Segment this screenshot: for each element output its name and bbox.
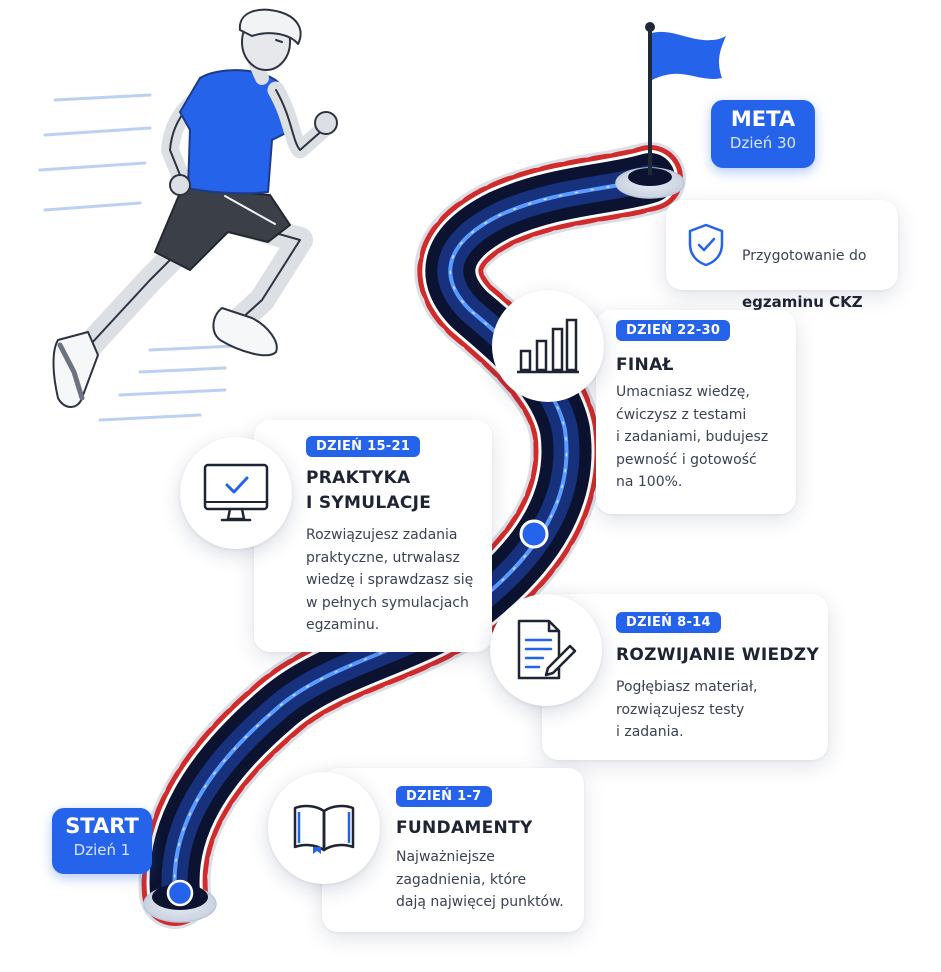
stage-title-final: FINAŁ: [616, 355, 674, 375]
stage-badge-practice: DZIEŃ 15-21: [306, 436, 421, 457]
stage-icon-fundamentals: [268, 772, 380, 884]
document-pen-icon: [517, 619, 577, 680]
stage-icon-practice: [180, 437, 292, 549]
stage-card-final: [596, 310, 796, 514]
stage-icon-final: [492, 290, 604, 402]
monitor-check-icon: [203, 463, 269, 522]
stage-badge-fundamentals: DZIEŃ 1-7: [396, 786, 492, 807]
finish-day: Dzień 30: [729, 134, 797, 152]
shield-check-icon: [688, 223, 724, 267]
goal-line1: Przygotowanie do: [742, 248, 867, 264]
runner-illustration: [52, 8, 338, 408]
open-book-icon: [293, 804, 355, 854]
checkpoint-dot: [519, 519, 549, 549]
start-marker: [143, 879, 217, 923]
stage-title-knowledge: ROZWIJANIE WIEDZY: [616, 645, 820, 665]
start-badge: START Dzień 1: [52, 808, 152, 874]
stage-desc-practice: Rozwiązujesz zadania praktyczne, utrwala…: [306, 527, 474, 633]
goal-line2: egzaminu CKZ: [742, 293, 863, 311]
stage-card-practice: [254, 420, 492, 652]
race-track: [138, 142, 686, 929]
stage-badge-final: DZIEŃ 22-30: [616, 320, 731, 341]
start-day: Dzień 1: [73, 841, 131, 859]
stage-desc-final: Umacniasz wiedzę, ćwiczysz z testami i z…: [616, 384, 769, 490]
finish-label: META: [730, 107, 796, 131]
start-label: START: [65, 814, 139, 838]
bar-chart-icon: [517, 318, 579, 374]
speed-lines: [38, 93, 237, 422]
goal-card: Przygotowanie do egzaminu CKZ: [666, 200, 898, 311]
stage-title-fundamentals: FUNDAMENTY: [396, 818, 533, 838]
stage-title-practice: PRAKTYKA I SYMULACJE: [306, 468, 432, 513]
stage-badge-knowledge: DZIEŃ 8-14: [616, 612, 721, 633]
finish-badge: META Dzień 30: [711, 100, 815, 168]
stage-desc-knowledge: Pogłębiasz materiał, rozwiązujesz testy …: [616, 679, 758, 740]
stage-icon-knowledge: [490, 594, 602, 706]
stage-desc-fundamentals: Najważniejsze zagadnienia, które dają na…: [396, 849, 564, 910]
finish-flag: [615, 22, 726, 199]
